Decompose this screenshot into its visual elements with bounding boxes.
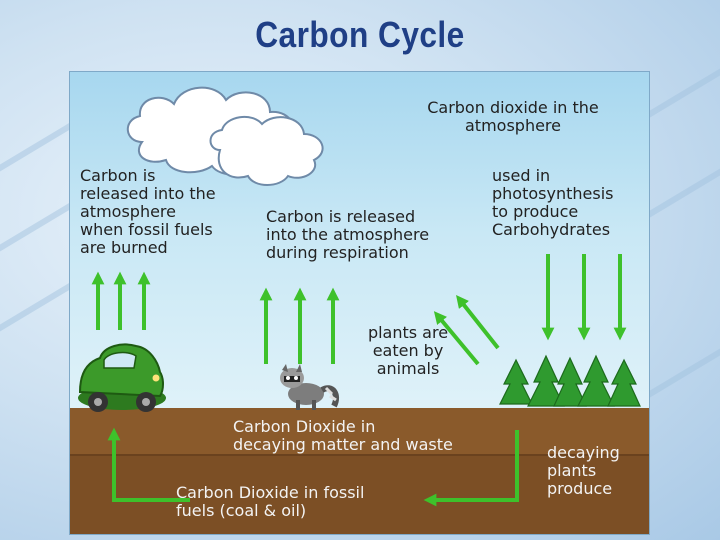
fossil-layer bbox=[70, 455, 649, 534]
label-fossil-fuels-burned: Carbon is released into the atmosphere w… bbox=[80, 166, 216, 257]
cloud-icon bbox=[126, 86, 324, 186]
label-fossil-fuels: Carbon Dioxide in fossil fuels (coal & o… bbox=[176, 483, 365, 520]
pine-tree-icon bbox=[499, 354, 641, 407]
arrow-fossil-to-car bbox=[107, 427, 190, 502]
arrow-decay-to-fossil bbox=[423, 430, 519, 507]
car-icon bbox=[78, 343, 166, 412]
label-atmosphere: Carbon dioxide in the atmosphere bbox=[427, 98, 599, 135]
carbon-cycle-diagram: Carbon dioxide in the atmosphere Carbon … bbox=[70, 72, 649, 534]
label-decaying-matter: Carbon Dioxide in decaying matter and wa… bbox=[233, 417, 453, 454]
arrow-plant-release-2 bbox=[433, 311, 480, 366]
label-photosynthesis: used in photosynthesis to produce Carboh… bbox=[492, 166, 614, 239]
label-respiration: Carbon is released into the atmosphere d… bbox=[266, 207, 430, 262]
slide-title: Carbon Cycle bbox=[255, 14, 465, 55]
diagram-graphics bbox=[70, 86, 649, 534]
label-plants-eaten: plants are eaten by animals bbox=[367, 323, 449, 378]
label-decaying-plants: decaying plants produce bbox=[547, 443, 620, 498]
raccoon-icon bbox=[280, 364, 340, 410]
arrow-plant-release-1 bbox=[456, 294, 500, 350]
